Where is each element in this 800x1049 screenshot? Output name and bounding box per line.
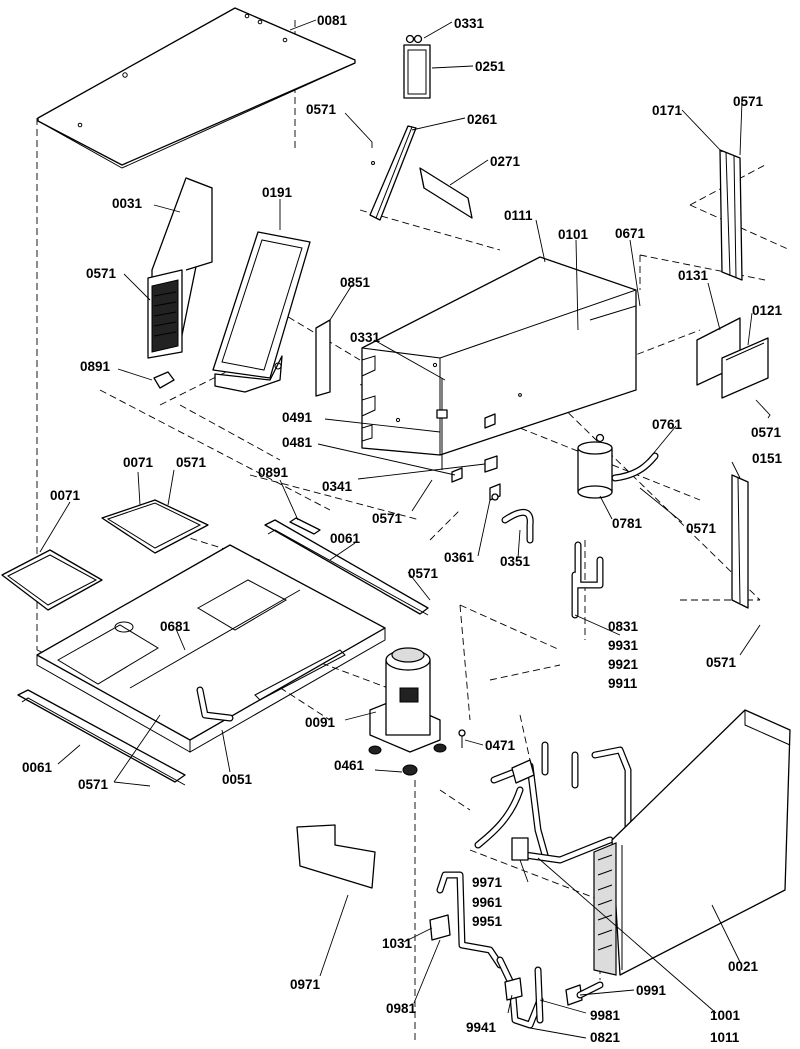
label-9971: 9971	[472, 875, 503, 890]
label-0571-coil: 0571	[706, 655, 737, 670]
top-panel	[37, 7, 356, 169]
label-0781: 0781	[612, 516, 643, 531]
leader-lines	[39, 19, 771, 1039]
label-0081: 0081	[317, 13, 348, 28]
label-9951: 9951	[472, 914, 503, 929]
top-bracket	[403, 34, 431, 99]
label-0151: 0151	[752, 451, 783, 466]
label-9921: 9921	[608, 657, 639, 672]
liquid-line	[429, 871, 504, 969]
label-0461: 0461	[334, 758, 365, 773]
base-rail-top	[264, 519, 429, 616]
label-0571-partition: 0571	[372, 511, 403, 526]
label-0891-mid: 0891	[258, 465, 289, 480]
label-0061-bottom: 0061	[22, 760, 53, 775]
label-0111: 0111	[504, 208, 533, 223]
label-0331-top: 0331	[454, 16, 485, 31]
label-0191: 0191	[262, 185, 293, 200]
label-0671: 0671	[615, 226, 646, 241]
louver-panel	[147, 177, 213, 359]
label-0091: 0091	[305, 715, 336, 730]
label-0271: 0271	[490, 154, 521, 169]
filter-plate-b	[1, 549, 103, 611]
label-0101: 0101	[558, 227, 589, 242]
label-0021: 0021	[728, 959, 759, 974]
label-0681: 0681	[160, 619, 191, 634]
small-bracket	[419, 167, 473, 219]
label-0071-right: 0071	[123, 455, 154, 470]
part-labels: 0081 0331 0251 0571 0261 0171 0571 0271 …	[22, 13, 783, 1045]
label-0351: 0351	[500, 554, 531, 569]
suction-tube	[571, 541, 604, 619]
label-0571-filter-plate: 0571	[176, 455, 207, 470]
label-9941: 9941	[466, 1020, 497, 1035]
label-0341: 0341	[322, 479, 353, 494]
drier-cylinder	[577, 433, 613, 499]
narrow-panel	[315, 319, 331, 397]
small-tube	[491, 493, 534, 544]
label-0571-base: 0571	[78, 777, 109, 792]
label-9911: 9911	[608, 676, 638, 691]
vertical-rail-top	[719, 149, 743, 281]
partition-box	[361, 256, 637, 456]
insulation-panel	[296, 824, 376, 889]
tilted-rail	[369, 125, 417, 221]
label-0571-louver: 0571	[86, 266, 117, 281]
label-0831: 0831	[608, 619, 639, 634]
label-0991: 0991	[636, 983, 667, 998]
small-clip-b	[289, 517, 321, 535]
filter-panel-b	[721, 337, 769, 399]
label-0851: 0851	[340, 275, 371, 290]
base-rail-bottom	[17, 689, 186, 786]
base-pan	[36, 544, 386, 753]
label-9961: 9961	[472, 895, 503, 910]
label-1011: 1011	[710, 1030, 740, 1045]
label-0481: 0481	[282, 435, 313, 450]
label-1001: 1001	[710, 1008, 741, 1023]
label-0131: 0131	[678, 268, 709, 283]
drain-pan	[212, 231, 311, 393]
refrigerant-tubing	[474, 741, 632, 864]
condenser-coil	[593, 709, 791, 976]
label-0361: 0361	[444, 550, 475, 565]
label-0261: 0261	[467, 112, 498, 127]
compressor	[368, 647, 466, 776]
label-0051: 0051	[222, 772, 253, 787]
label-0491: 0491	[282, 410, 313, 425]
label-0031: 0031	[112, 196, 143, 211]
label-0331-mid: 0331	[350, 330, 381, 345]
label-0171: 0171	[652, 103, 683, 118]
filter-plate-a	[101, 499, 209, 554]
label-0121: 0121	[752, 303, 783, 318]
label-0571-rail-top: 0571	[408, 566, 439, 581]
vertical-rail-bottom	[731, 474, 749, 609]
label-9931: 9931	[608, 638, 639, 653]
label-0971: 0971	[290, 977, 321, 992]
label-0071-left: 0071	[50, 488, 81, 503]
label-0761: 0761	[652, 417, 683, 432]
label-0061-top: 0061	[330, 531, 361, 546]
label-0821: 0821	[590, 1030, 621, 1045]
small-clip-a	[153, 371, 175, 389]
label-0571-drier: 0571	[686, 521, 717, 536]
label-0571-rail: 0571	[733, 94, 764, 109]
capillary-tube	[611, 452, 659, 482]
label-0251: 0251	[475, 59, 506, 74]
label-9981: 9981	[590, 1008, 621, 1023]
bottom-tubing	[496, 956, 604, 1029]
label-0891-left: 0891	[80, 359, 111, 374]
label-1031: 1031	[382, 936, 413, 951]
label-0571-filter: 0571	[751, 425, 782, 440]
label-0471: 0471	[485, 738, 516, 753]
label-0571-top: 0571	[306, 102, 337, 117]
label-0981: 0981	[386, 1001, 417, 1016]
